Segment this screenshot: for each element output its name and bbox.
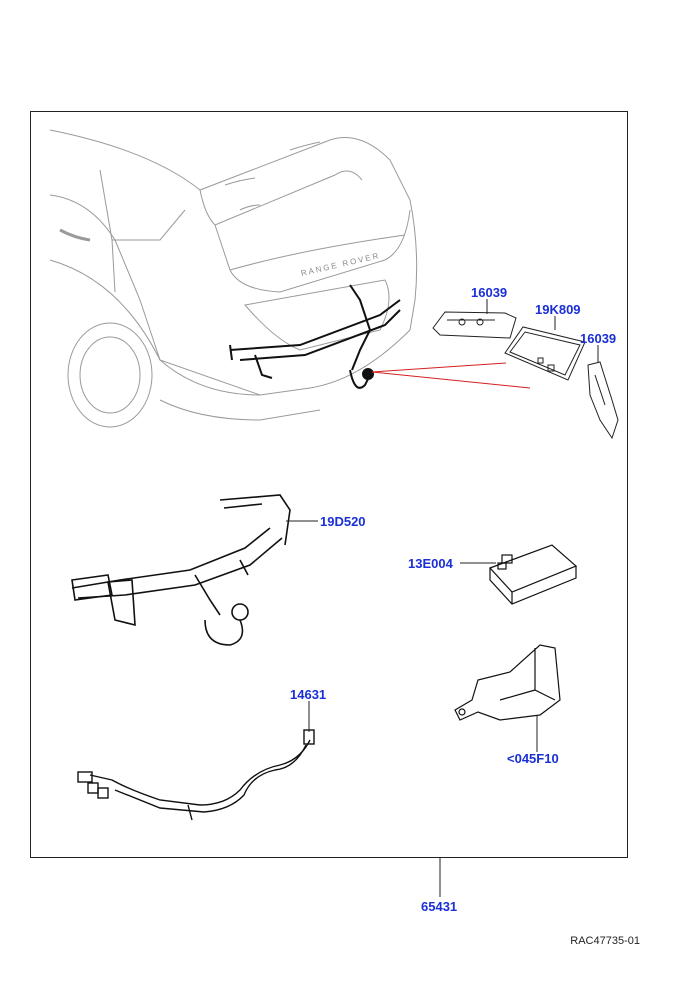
mounting-bracket	[454, 644, 561, 721]
callout-13e004[interactable]: 13E004	[408, 556, 453, 571]
control-module	[488, 544, 578, 605]
bumper-cover-left	[432, 311, 517, 339]
reference-code: RAC47735-01	[570, 935, 640, 947]
wiring-harness	[77, 729, 315, 821]
callout-045f10[interactable]: <045F10	[507, 751, 559, 766]
leader-lines-red	[371, 362, 531, 389]
vehicle-outline	[49, 129, 418, 428]
leader-lines	[286, 299, 599, 897]
callout-16039-left[interactable]: 16039	[471, 285, 508, 300]
callout-19k809[interactable]: 19K809	[535, 302, 581, 317]
callout-19d520[interactable]: 19D520	[320, 514, 366, 529]
callout-16039-right[interactable]: 16039	[580, 331, 617, 346]
trim-panel	[504, 326, 586, 381]
diagram-frame	[30, 111, 628, 858]
towbar-assembly	[71, 494, 291, 646]
towbar-installed	[229, 284, 401, 389]
callout-14631[interactable]: 14631	[290, 687, 327, 702]
callout-65431[interactable]: 65431	[421, 899, 458, 914]
bumper-cover-right	[587, 361, 619, 440]
